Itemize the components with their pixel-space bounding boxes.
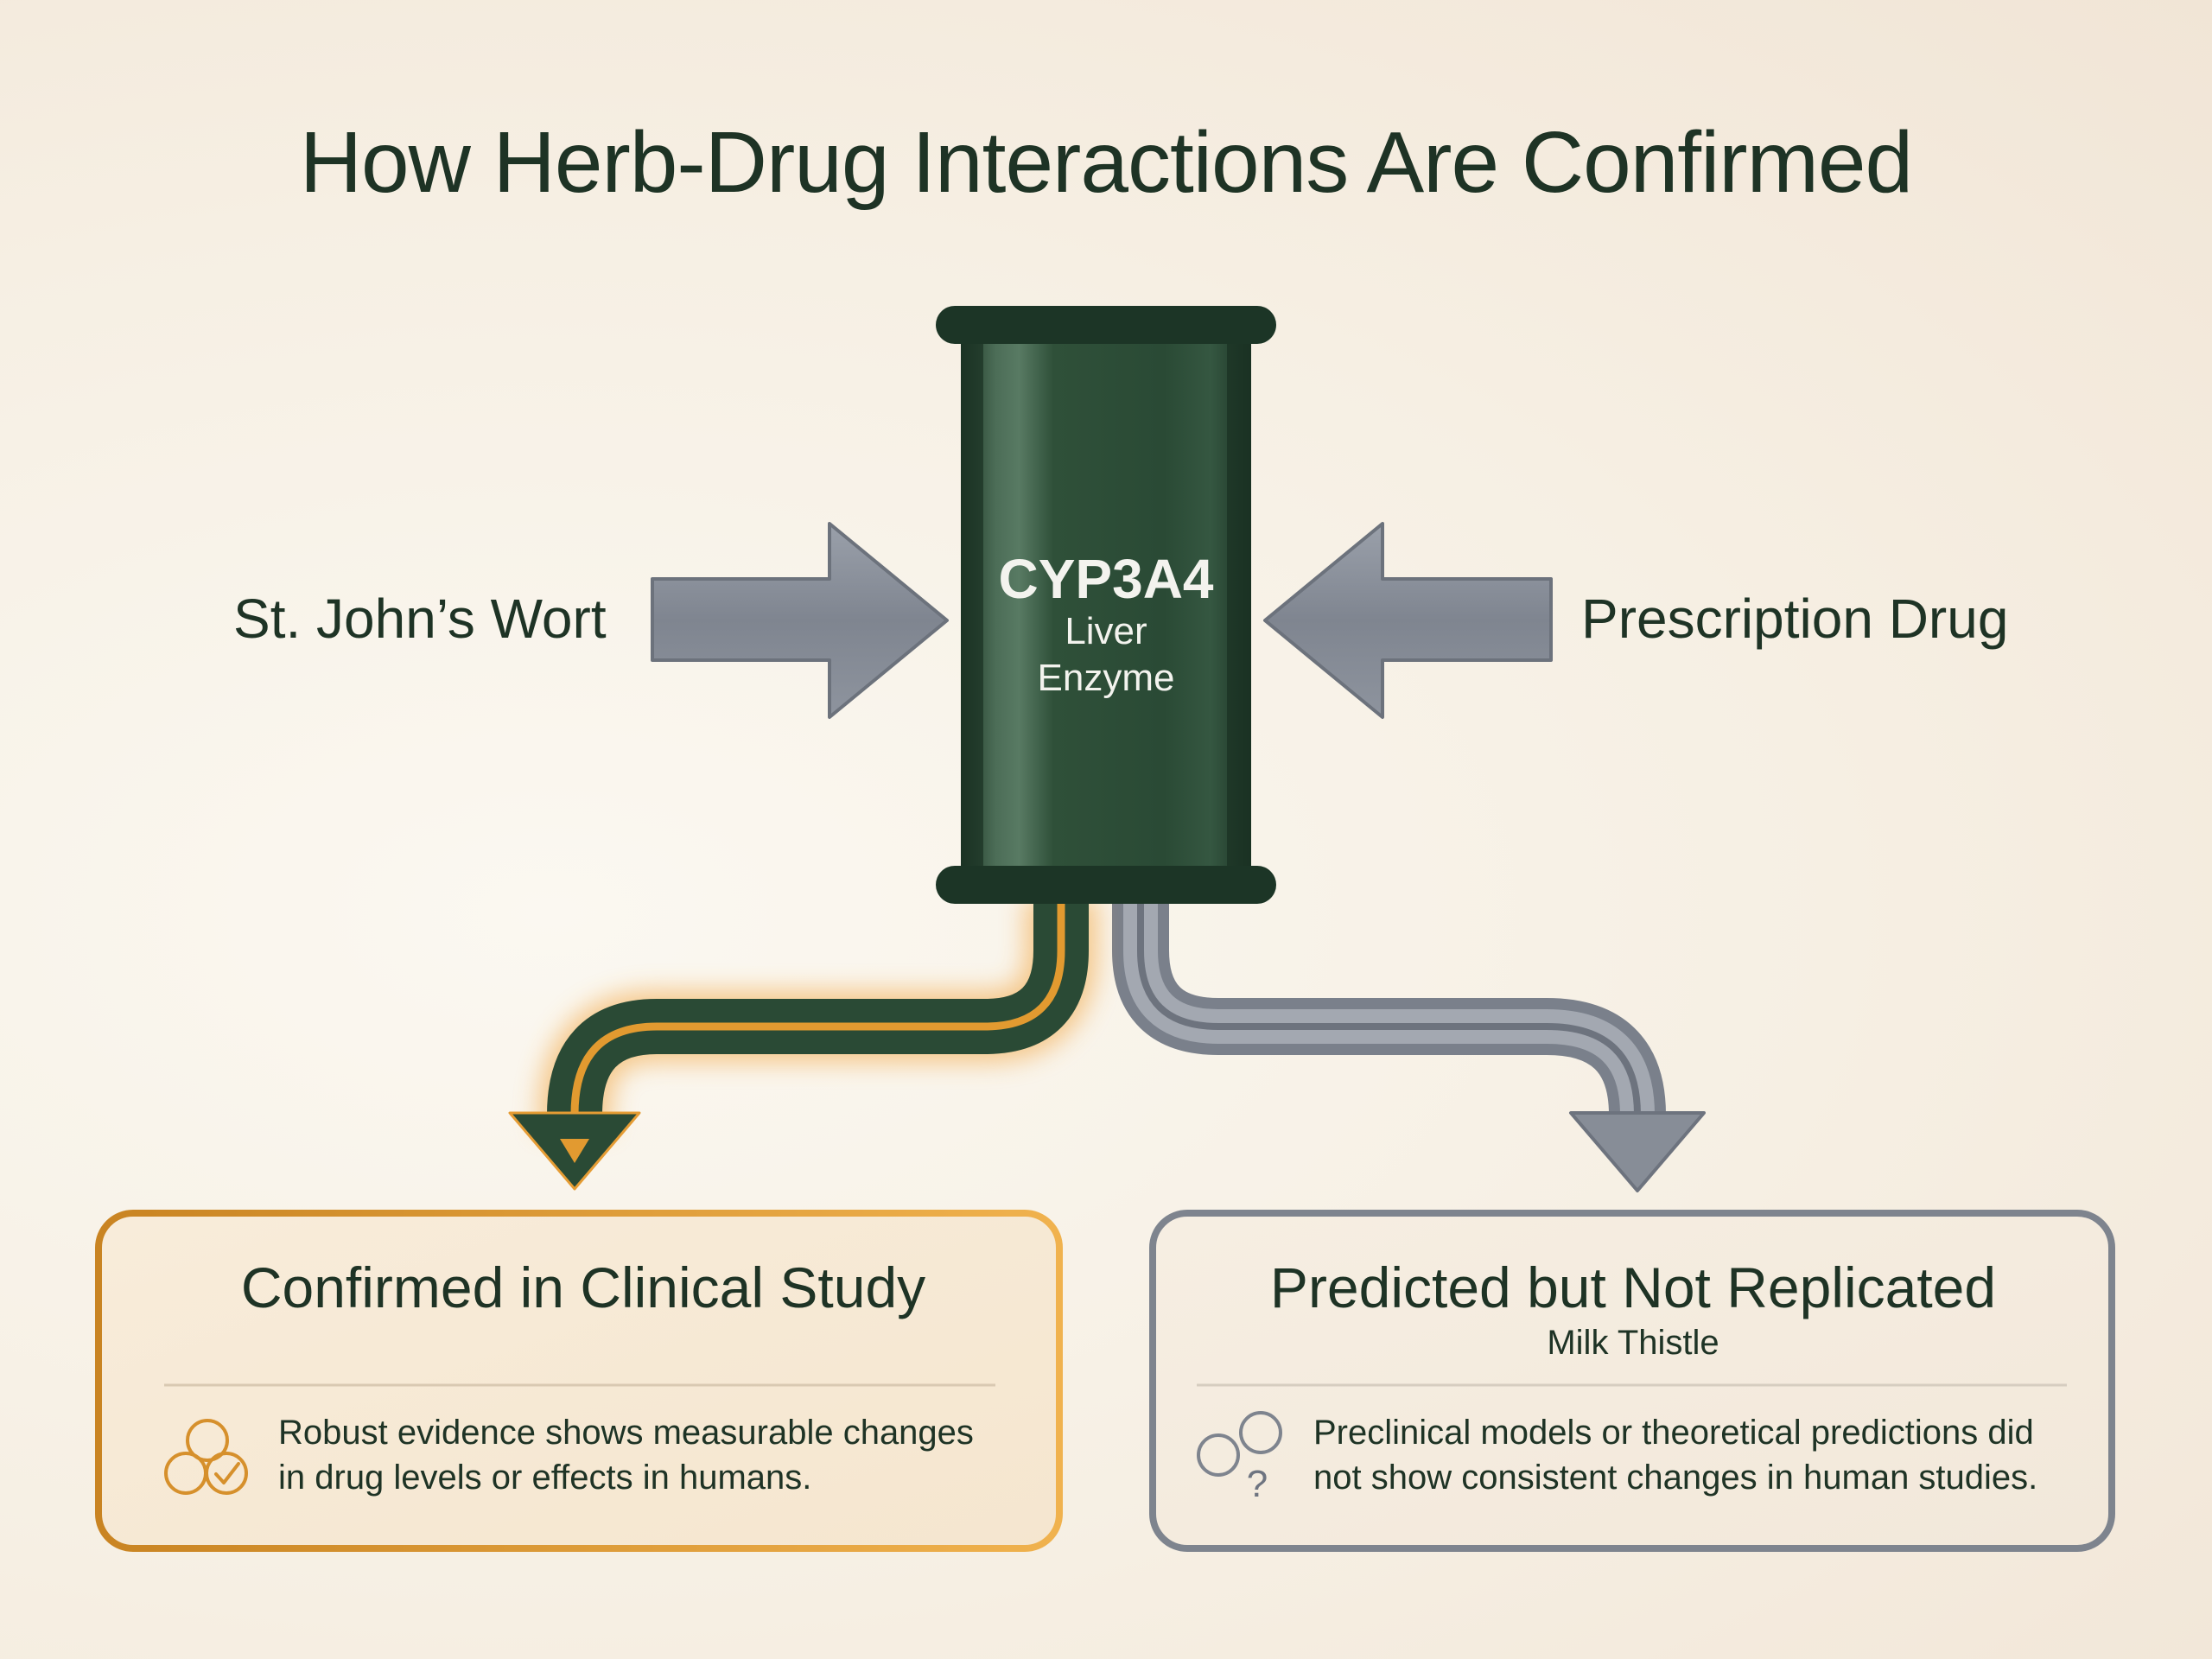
confirmed-title: Confirmed in Clinical Study: [240, 1255, 926, 1319]
enzyme-label-line1: Liver: [1065, 610, 1147, 652]
not-replicated-description-line1: Preclinical models or theoretical predic…: [1313, 1414, 2034, 1452]
arrow-left-input: [651, 522, 949, 719]
not-replicated-description-line2: not show consistent changes in human stu…: [1313, 1459, 2038, 1497]
box-confirmed: [95, 1210, 1063, 1552]
arrow-right-input: [1263, 522, 1553, 719]
enzyme-name: CYP3A4: [998, 548, 1214, 610]
pipe-not-replicated: [1112, 899, 1706, 1192]
box-not-replicated: [1149, 1210, 2115, 1552]
pipe-confirmed: [508, 899, 1097, 1191]
input-label-herb: St. John’s Wort: [233, 588, 607, 650]
circles-question-icon: ?: [1197, 1411, 1282, 1505]
not-replicated-example: Milk Thistle: [1547, 1324, 1719, 1362]
confirmed-description-line2: in drug levels or effects in humans.: [278, 1459, 812, 1497]
confirmed-description-line1: Robust evidence shows measurable changes: [278, 1414, 974, 1452]
input-label-drug: Prescription Drug: [1581, 588, 2009, 650]
page-title: How Herb-Drug Interactions Are Confirmed: [299, 114, 1913, 211]
three-circles-check-icon: [164, 1419, 248, 1495]
not-replicated-title: Predicted but Not Replicated: [1269, 1255, 1997, 1319]
svg-text:?: ?: [1247, 1463, 1268, 1505]
confirmed-description: Robust evidence shows measurable changes…: [278, 1410, 1039, 1500]
not-replicated-description: Preclinical models or theoretical predic…: [1313, 1410, 2091, 1500]
enzyme-drum: [936, 306, 1276, 904]
enzyme-label-line2: Enzyme: [1037, 657, 1175, 699]
